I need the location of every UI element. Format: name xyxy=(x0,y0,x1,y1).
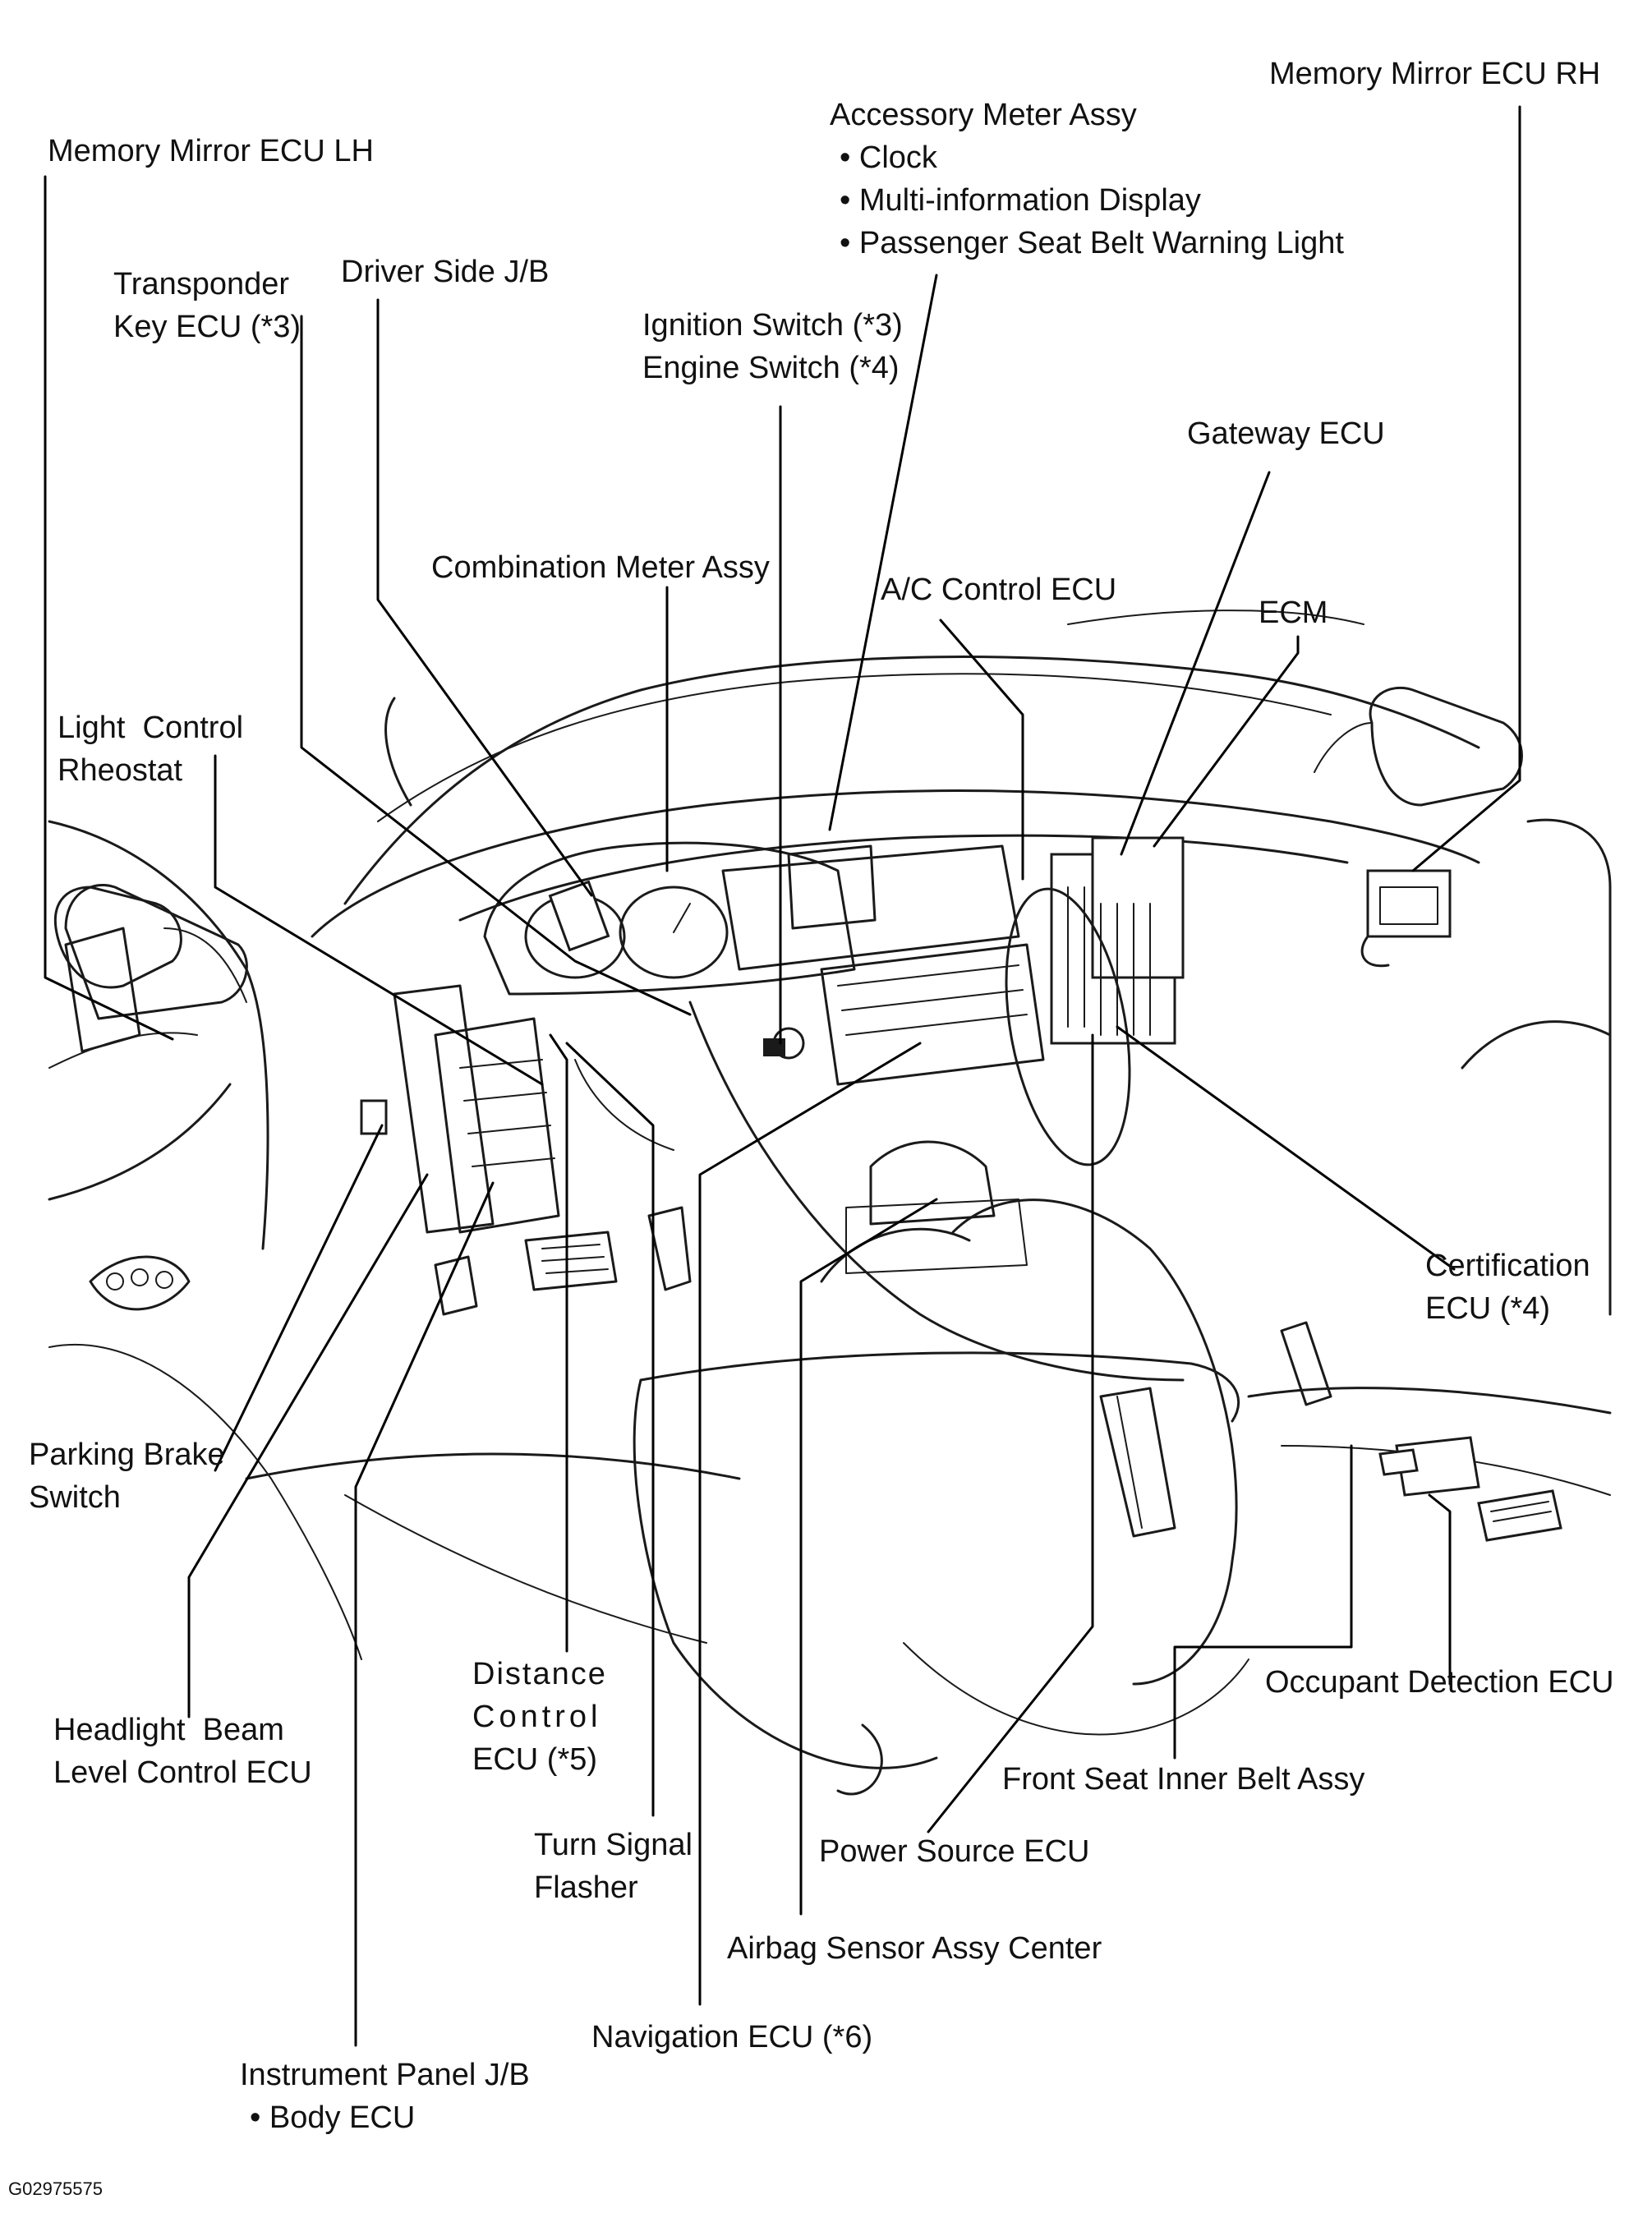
leader-instrument-panel-jb xyxy=(354,1181,495,2047)
label-line: Ignition Switch (*3) xyxy=(642,308,903,343)
label-line: Airbag Sensor Assy Center xyxy=(727,1931,1102,1966)
label-certification-ecu: Certification ECU (*4) xyxy=(1425,1245,1590,1330)
leader-accessory-meter-assy xyxy=(828,274,938,831)
label-line: Driver Side J/B xyxy=(341,255,550,289)
label-line: Instrument Panel J/B xyxy=(240,2058,530,2092)
label-line: Key ECU (*3) xyxy=(113,310,301,344)
driver-seat xyxy=(633,1199,1249,1796)
label-line: Headlight Beam xyxy=(53,1713,284,1747)
leader-ecm xyxy=(1153,635,1300,848)
label-memory-mirror-ecu-lh: Memory Mirror ECU LH xyxy=(48,130,374,173)
label-line: Gateway ECU xyxy=(1187,416,1385,451)
label-line: Distance xyxy=(472,1657,607,1691)
label-power-source-ecu: Power Source ECU xyxy=(819,1830,1089,1873)
label-line: Memory Mirror ECU LH xyxy=(48,134,374,168)
leader-airbag-sensor-assy-center xyxy=(799,1198,938,1916)
leader-driver-side-jb xyxy=(376,298,593,897)
label-distance-control-ecu: Distance Control ECU (*5) xyxy=(472,1653,607,1781)
label-line: Transponder xyxy=(113,267,290,301)
instrument-panel-jb-area xyxy=(360,984,560,1234)
label-line: Combination Meter Assy xyxy=(431,550,770,585)
leader-power-source-ecu xyxy=(927,1033,1094,1833)
label-ecm: ECM xyxy=(1259,591,1328,634)
center-console xyxy=(245,1001,1185,1644)
label-parking-brake-switch: Parking Brake Switch xyxy=(29,1433,225,1519)
leader-transponder-key-ecu xyxy=(300,315,692,1016)
label-line: Power Source ECU xyxy=(819,1834,1090,1869)
leader-gateway-ecu xyxy=(1120,471,1271,856)
label-gateway-ecu: Gateway ECU xyxy=(1187,412,1385,455)
label-headlight-beam-level-control-ecu: Headlight Beam Level Control ECU xyxy=(53,1709,312,1794)
left-door xyxy=(48,820,362,1660)
label-airbag-sensor-assy-center: Airbag Sensor Assy Center xyxy=(727,1927,1102,1970)
label-line: ECU (*4) xyxy=(1425,1291,1551,1326)
ecu-stack xyxy=(1050,836,1185,1045)
label-line: Level Control ECU xyxy=(53,1755,312,1790)
figure-id: G02975575 xyxy=(8,2178,103,2199)
leader-lines xyxy=(44,105,1521,2047)
label-line: Turn Signal xyxy=(534,1828,693,1862)
dashboard-outline xyxy=(311,610,1480,938)
label-line: Accessory Meter Assy xyxy=(830,98,1137,132)
label-line: Rheostat xyxy=(58,753,183,788)
memory-mirror-ecu-rh-unit xyxy=(1360,869,1452,968)
leader-ac-control-ecu xyxy=(939,619,1024,881)
occupant-detection-ecu-unit xyxy=(1378,1436,1562,1542)
leader-parking-brake-switch xyxy=(214,1124,384,1472)
leader-navigation-ecu xyxy=(698,1042,922,2006)
label-line: Engine Switch (*4) xyxy=(642,351,900,385)
center-stack xyxy=(721,844,1045,1274)
label-line: Occupant Detection ECU xyxy=(1265,1665,1614,1700)
label-line-bullet: Clock xyxy=(830,136,1344,179)
label-line: Switch xyxy=(29,1480,121,1515)
label-line: ECU (*5) xyxy=(472,1742,598,1777)
label-line-bullet: Passenger Seat Belt Warning Light xyxy=(830,222,1344,265)
label-instrument-panel-jb: Instrument Panel J/B Body ECU xyxy=(240,2054,530,2139)
leader-certification-ecu xyxy=(1116,1025,1456,1271)
label-line: Front Seat Inner Belt Assy xyxy=(1002,1762,1365,1797)
label-turn-signal-flasher: Turn Signal Flasher xyxy=(534,1824,693,1909)
label-ignition-engine-switch: Ignition Switch (*3) Engine Switch (*4) xyxy=(642,304,903,389)
label-line: Navigation ECU (*6) xyxy=(591,2020,873,2054)
label-line-bullet: Body ECU xyxy=(240,2096,530,2139)
label-transponder-key-ecu: Transponder Key ECU (*3) xyxy=(113,263,301,348)
label-line: A/C Control ECU xyxy=(881,573,1117,607)
leader-distance-control-ecu xyxy=(549,1033,568,1653)
leader-turn-signal-flasher xyxy=(565,1042,655,1817)
label-line: ECM xyxy=(1259,596,1328,630)
leader-light-control-rheostat xyxy=(214,754,544,1086)
label-line: Parking Brake xyxy=(29,1438,225,1472)
label-memory-mirror-ecu-rh: Memory Mirror ECU RH xyxy=(1269,53,1600,95)
left-mirror xyxy=(53,886,247,1003)
instrument-cluster xyxy=(483,841,856,996)
leader-front-seat-inner-belt-assy xyxy=(1173,1444,1353,1760)
label-combination-meter-assy: Combination Meter Assy xyxy=(431,546,770,589)
label-line: Flasher xyxy=(534,1870,638,1905)
label-driver-side-jb: Driver Side J/B xyxy=(341,251,549,293)
label-front-seat-inner-belt-assy: Front Seat Inner Belt Assy xyxy=(1002,1758,1364,1801)
leader-headlight-beam-level-control-ecu xyxy=(187,1173,429,1718)
right-mirror xyxy=(1314,686,1523,807)
label-navigation-ecu: Navigation ECU (*6) xyxy=(591,2016,872,2059)
label-line-bullet: Multi-information Display xyxy=(830,179,1344,222)
leader-memory-mirror-ecu-lh xyxy=(44,175,174,1041)
label-occupant-detection-ecu: Occupant Detection ECU xyxy=(1265,1661,1614,1704)
label-line: Light Control xyxy=(58,711,244,745)
label-ac-control-ecu: A/C Control ECU xyxy=(881,568,1116,611)
label-line: Memory Mirror ECU RH xyxy=(1269,57,1601,91)
label-accessory-meter-assy: Accessory Meter Assy Clock Multi-informa… xyxy=(830,94,1344,265)
label-line: Control xyxy=(472,1700,602,1734)
label-line: Certification xyxy=(1425,1249,1590,1283)
leader-occupant-detection-ecu xyxy=(1428,1493,1452,1686)
label-light-control-rheostat: Light Control Rheostat xyxy=(58,706,243,792)
leader-memory-mirror-ecu-rh xyxy=(1411,105,1521,872)
